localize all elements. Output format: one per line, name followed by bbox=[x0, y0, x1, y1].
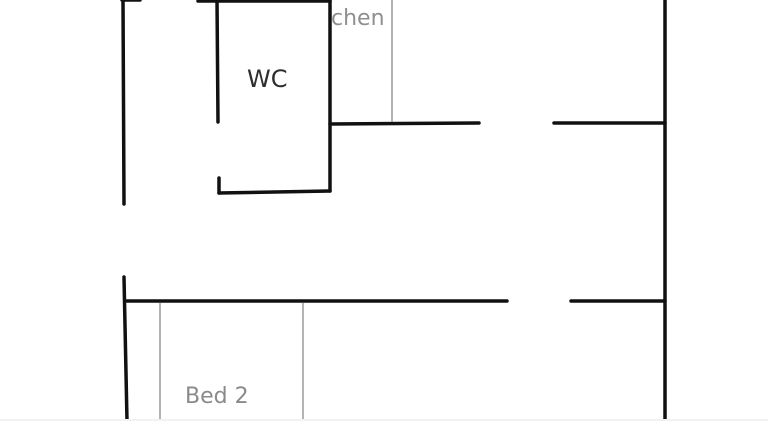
furniture-lines bbox=[159, 0, 393, 421]
wall-kitchen-bottom bbox=[328, 121, 481, 126]
wall-left-lower bbox=[122, 275, 129, 421]
bottom-edge-strip bbox=[0, 419, 768, 421]
wall-wc-bottom bbox=[217, 189, 332, 195]
wall-wc-left-upper bbox=[215, 0, 220, 124]
kitchen-label: chen bbox=[331, 6, 385, 31]
wall-left-upper bbox=[121, 0, 126, 206]
bed2-label: Bed 2 bbox=[185, 384, 249, 409]
wc-label: WC bbox=[247, 65, 288, 93]
walls bbox=[120, 0, 667, 421]
